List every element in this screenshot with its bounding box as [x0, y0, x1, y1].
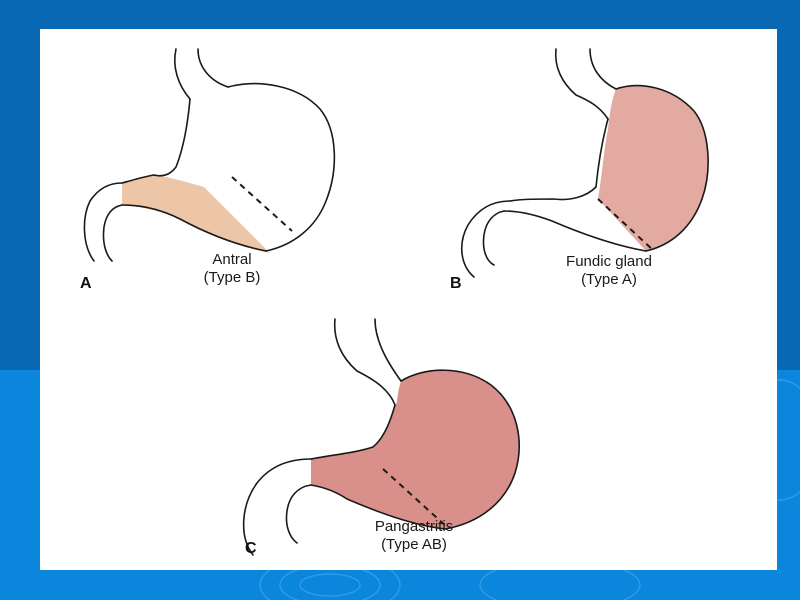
caption-c: Pangastritis (Type AB) [314, 518, 514, 554]
stomach-diagram [83, 48, 709, 556]
caption-b: Fundic gland (Type A) [509, 253, 709, 289]
figure-panel: Antral (Type B) Fundic gland (Type A) Pa… [40, 29, 777, 570]
diagram-c-pangastritis [242, 318, 520, 556]
caption-a-line2: (Type B) [203, 269, 261, 286]
caption-c-line1: Pangastritis [374, 518, 454, 535]
caption-a: Antral (Type B) [132, 251, 332, 287]
caption-b-line1: Fundic gland [566, 253, 652, 270]
panel-letter-c: C [245, 540, 257, 557]
caption-c-line2: (Type AB) [381, 536, 447, 553]
caption-a-line1: Antral [212, 251, 252, 268]
panel-letter-a: A [80, 275, 92, 292]
diagram-a-antral [83, 48, 336, 262]
diagram-b-fundic [461, 48, 709, 278]
panel-letter-b: B [450, 275, 462, 292]
caption-b-line2: (Type A) [581, 271, 637, 288]
